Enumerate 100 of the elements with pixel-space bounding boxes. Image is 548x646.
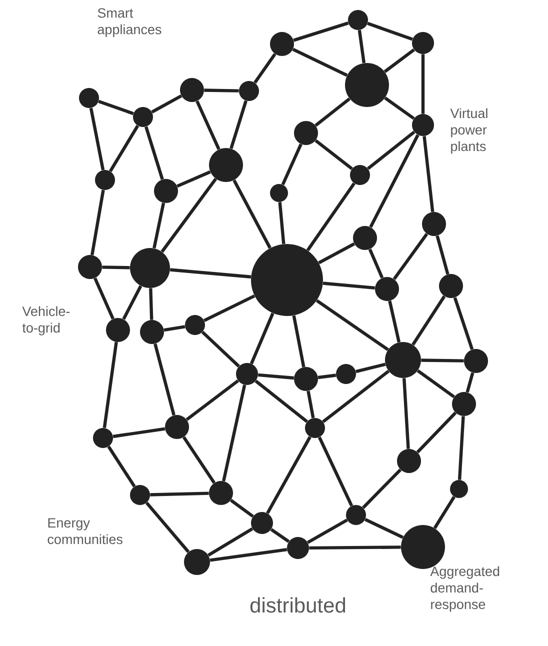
connection-line (152, 202, 166, 249)
connection-line (89, 108, 105, 170)
network-node (385, 342, 421, 378)
connection-line (144, 126, 164, 180)
connection-line (254, 53, 276, 84)
connection-line (314, 139, 353, 170)
connection-line (458, 416, 465, 480)
connection-line (412, 295, 446, 346)
area-label: Aggregated demand-response (430, 566, 500, 612)
caption: distributed (250, 597, 346, 613)
connection-line (107, 446, 136, 488)
network-node (209, 481, 233, 505)
connection-line (270, 528, 290, 543)
connection-line (358, 30, 366, 64)
connection-line (318, 436, 354, 506)
connection-line (112, 427, 166, 438)
network-node (130, 485, 150, 505)
network-node (209, 148, 243, 182)
network-node (140, 320, 164, 344)
connection-line (90, 190, 105, 256)
network-node (251, 244, 323, 316)
network-node (305, 418, 325, 438)
network-node (154, 179, 178, 203)
connection-line (108, 124, 140, 172)
connection-line (309, 546, 401, 550)
network-node (236, 363, 258, 385)
connection-line (145, 502, 190, 553)
connection-line (176, 170, 211, 188)
connection-line (306, 390, 315, 418)
connection-line (421, 358, 464, 362)
connection-line (102, 342, 118, 428)
network-node (452, 392, 476, 416)
connection-line (318, 374, 336, 380)
connection-line (201, 330, 240, 368)
network-node (130, 248, 170, 288)
connection-line (364, 518, 404, 539)
connection-line (314, 97, 351, 127)
network-node (239, 81, 259, 101)
connection-line (122, 285, 142, 320)
network-node (412, 32, 434, 54)
connection-line (196, 100, 220, 150)
network-node (353, 226, 377, 250)
connection-line (210, 548, 288, 562)
network-node (375, 277, 399, 301)
network-node (294, 121, 318, 145)
connection-line (151, 94, 182, 114)
connection-line (164, 325, 186, 332)
connection-line (436, 235, 450, 275)
connection-line (102, 266, 130, 270)
connection-line (306, 518, 348, 544)
network-node (287, 537, 309, 559)
connection-line (149, 288, 154, 320)
connection-line (384, 48, 415, 73)
connection-line (433, 496, 456, 529)
connection-line (281, 143, 302, 186)
network-node (184, 549, 210, 575)
network-node (350, 165, 370, 185)
network-node (180, 78, 204, 102)
network-node (251, 512, 273, 534)
connection-line (182, 436, 216, 484)
network-node (294, 367, 318, 391)
connection-line (230, 498, 254, 518)
connection-line (369, 134, 420, 228)
network-node (397, 449, 421, 473)
connection-line (316, 299, 389, 351)
connection-line (154, 343, 176, 416)
connection-line (453, 297, 474, 350)
network-node (422, 212, 446, 236)
network-node (464, 349, 488, 373)
connection-line (266, 436, 312, 514)
area-label: Vehicle-to-grid (22, 306, 70, 336)
connection-line (421, 54, 425, 114)
network-node (270, 184, 288, 202)
connection-line (322, 370, 390, 424)
connection-line (204, 88, 239, 92)
connection-line (322, 282, 375, 290)
network-node (78, 255, 102, 279)
connection-line (416, 412, 457, 454)
connection-line (292, 48, 348, 77)
network-node (79, 88, 99, 108)
connection-line (203, 294, 256, 322)
connection-line (278, 202, 286, 244)
network-node (412, 114, 434, 136)
network-node (336, 364, 356, 384)
connection-line (254, 380, 308, 423)
connection-line (402, 378, 410, 449)
connection-line (367, 130, 416, 170)
network-node (450, 480, 468, 498)
connection-line (306, 182, 356, 252)
connection-line (416, 369, 456, 398)
connection-line (230, 100, 248, 150)
network-node (106, 318, 130, 342)
connection-line (222, 384, 246, 482)
connection-line (388, 300, 401, 343)
connection-line (362, 468, 402, 509)
connection-line (208, 527, 254, 557)
connection-line (232, 179, 272, 249)
network-node (270, 32, 294, 56)
area-label: Virtual power plants (450, 108, 488, 154)
connection-line (422, 136, 434, 212)
